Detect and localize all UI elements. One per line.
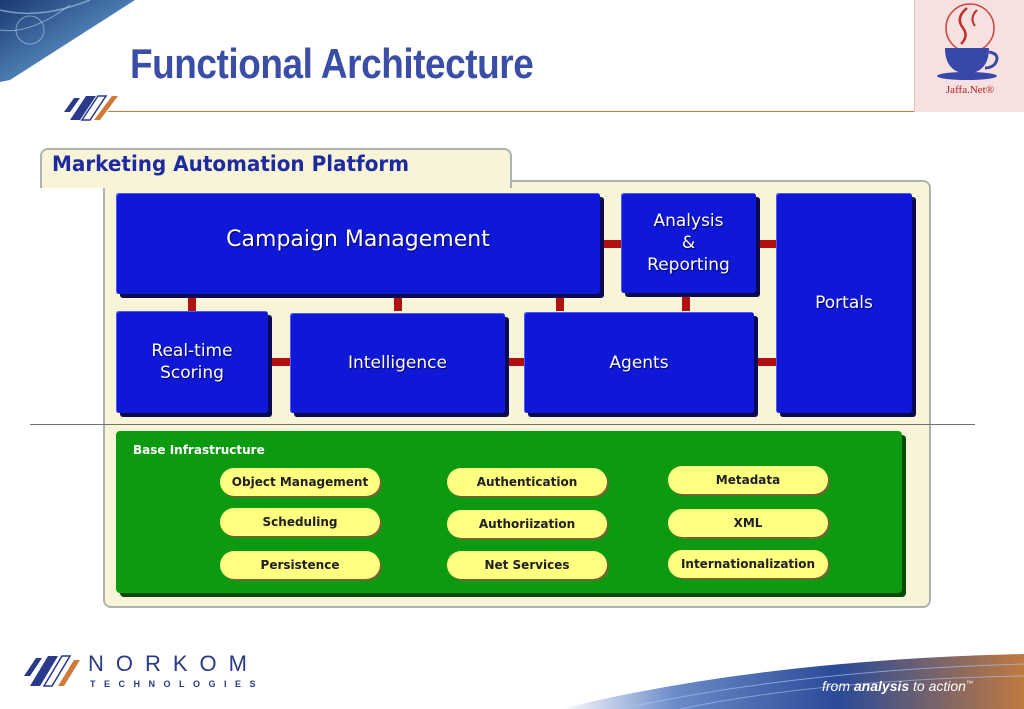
- scoring-label-line2: Scoring: [160, 363, 224, 383]
- pill-object-management: Object Management: [220, 468, 380, 496]
- connector-campaign-intelligence: [394, 295, 402, 311]
- norkom-small-logo-icon: [64, 95, 118, 121]
- connector-campaign-agents: [556, 295, 564, 311]
- portals-box: Portals: [776, 193, 912, 413]
- analysis-label-line1: Analysis: [653, 211, 724, 231]
- pill-metadata: Metadata: [668, 466, 828, 494]
- tagline-bold: analysis: [853, 678, 910, 694]
- campaign-management-box: Campaign Management: [116, 193, 600, 294]
- tagline-trademark: ™: [965, 680, 973, 688]
- tagline-prefix: from: [822, 678, 854, 694]
- connector-campaign-scoring: [188, 295, 196, 311]
- scoring-label-line1: Real-time: [151, 341, 233, 361]
- intelligence-label: Intelligence: [348, 353, 447, 373]
- agents-box: Agents: [524, 312, 754, 413]
- campaign-management-label: Campaign Management: [226, 227, 490, 252]
- norkom-logo-icon: [24, 655, 80, 687]
- connector-analysis-portals: [756, 240, 778, 248]
- pill-xml: XML: [668, 509, 828, 537]
- connector-intelligence-agents: [505, 358, 524, 366]
- connector-scoring-intelligence: [268, 358, 290, 366]
- real-time-scoring-box: Real-time Scoring: [116, 311, 268, 413]
- pill-internationalization: Internationalization: [668, 550, 828, 578]
- corner-decoration: [0, 0, 135, 82]
- coffee-cup-icon: [937, 3, 999, 80]
- slide-title: Functional Architecture: [130, 40, 534, 87]
- analysis-label-line3: Reporting: [647, 255, 730, 275]
- connector-analysis-agents: [682, 294, 690, 311]
- agents-label: Agents: [609, 352, 669, 373]
- connector-agents-portals: [754, 358, 776, 366]
- jaffa-net-label: Jaffa.Net®: [945, 84, 995, 96]
- tagline-suffix: to action: [909, 678, 966, 694]
- title-divider: [108, 111, 914, 112]
- jaffa-net-logo: Jaffa.Net®: [914, 0, 1024, 112]
- norkom-company-name: NORKOM: [88, 651, 259, 676]
- footer-tagline: from analysis to action™: [822, 678, 973, 694]
- layer-divider-line: [30, 424, 975, 425]
- connector-campaign-analysis: [600, 240, 622, 248]
- pill-authorization: Authoriization: [447, 510, 607, 538]
- pill-net-services: Net Services: [447, 551, 607, 579]
- pill-scheduling: Scheduling: [220, 508, 380, 536]
- pill-persistence: Persistence: [220, 551, 380, 579]
- base-infrastructure-label: Base Infrastructure: [133, 443, 265, 457]
- pill-authentication: Authentication: [447, 468, 607, 496]
- tagline-band-decoration: [560, 654, 1024, 709]
- norkom-company-subtitle: TECHNOLOGIES: [90, 679, 265, 689]
- intelligence-box: Intelligence: [290, 313, 505, 413]
- portals-label: Portals: [815, 293, 873, 313]
- platform-tab: [40, 148, 512, 188]
- platform-label: Marketing Automation Platform: [52, 152, 410, 176]
- analysis-reporting-box: Analysis & Reporting: [621, 193, 756, 293]
- analysis-label-line2: &: [681, 233, 696, 253]
